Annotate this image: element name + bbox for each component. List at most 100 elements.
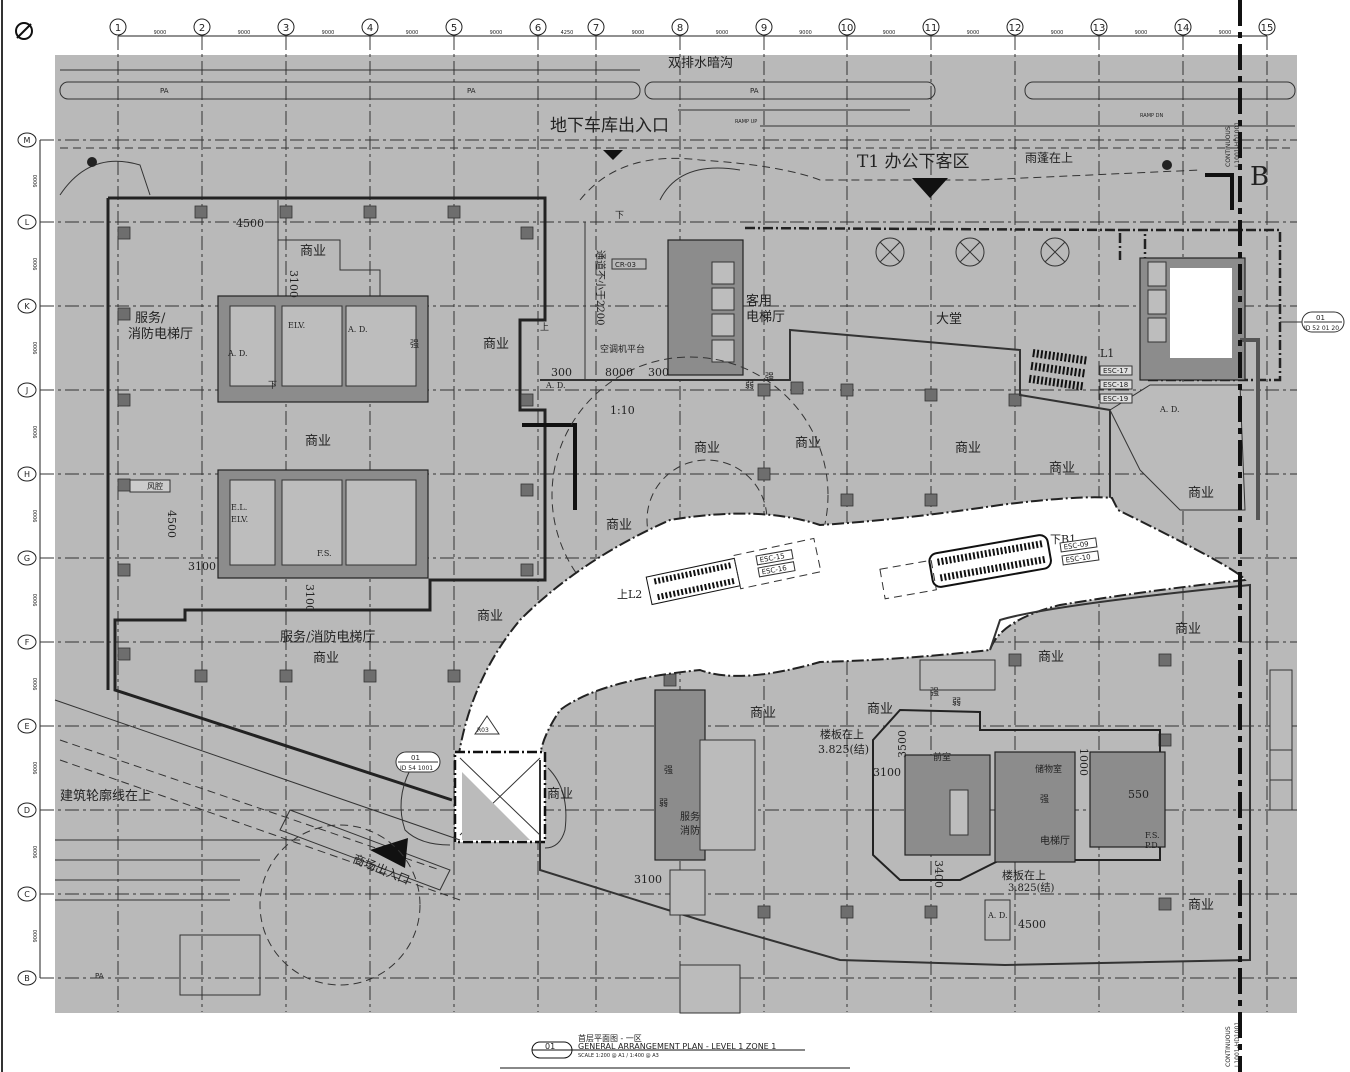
drain-label: 双排水暗沟: [668, 56, 733, 71]
grid-bubble: [922, 18, 940, 36]
dimension: 550: [1128, 788, 1149, 801]
structural-column: [1008, 393, 1022, 407]
grid-bubble: [361, 18, 379, 36]
stair-up: 上: [540, 322, 549, 333]
service-label: 电梯厅: [1040, 834, 1070, 847]
revision-label: R03: [477, 727, 489, 734]
dropoff-label: T1 办公下客区: [857, 152, 970, 172]
continuous-label: CONTINUOUS: [1225, 1026, 1232, 1067]
dimension: 8000: [605, 366, 633, 379]
structural-column: [520, 483, 534, 497]
stair-down: 下: [615, 211, 624, 221]
grid-bubble: [17, 132, 37, 148]
revision-triangle: R03: [474, 715, 500, 735]
grid-label-row: E: [24, 722, 29, 731]
grid-label-column: 10: [841, 23, 854, 34]
structural-column: [757, 905, 771, 919]
dimension: 4500: [1018, 918, 1046, 931]
strong-room-label: 强: [1040, 794, 1049, 805]
parking-label: PA: [95, 972, 104, 980]
grid-label-column: 11: [925, 23, 938, 34]
air-chamber-label: 风腔: [147, 481, 163, 491]
slab-above-label: 楼板在上: [1002, 868, 1046, 882]
structural-column: [840, 493, 854, 507]
fs-label: F.S.: [1145, 831, 1160, 840]
grid-label-column: 4: [367, 23, 373, 34]
grid-label-row: K: [24, 302, 30, 311]
structural-column: [757, 383, 771, 397]
grid-bubble: [277, 18, 295, 36]
grid-spacing: 9000: [1051, 30, 1064, 36]
grid-label-column: 14: [1177, 23, 1190, 34]
structural-column: [279, 669, 293, 683]
grid-spacing: 9000: [154, 30, 167, 36]
structural-column: [1008, 653, 1022, 667]
grid-label-row: M: [24, 136, 31, 145]
structural-column: [363, 669, 377, 683]
strong-room-label: 强: [410, 339, 419, 350]
drawing-number: 01: [545, 1042, 555, 1051]
room-retail: 商业: [547, 787, 573, 802]
grid-label-column: 7: [593, 23, 599, 34]
grid-spacing: 9000: [33, 846, 39, 859]
access-door-label: A. D.: [1159, 405, 1180, 414]
dimension: 3400: [932, 860, 945, 888]
room-retail: 商业: [750, 706, 776, 721]
escalator-tag: ESC-18: [1103, 381, 1128, 389]
structural-column: [520, 226, 534, 240]
parking-label: PA: [467, 87, 476, 95]
grid-bubble: [529, 18, 547, 36]
grid-bubble: [1006, 18, 1024, 36]
service-label: 消防: [680, 824, 700, 837]
structural-column: [790, 381, 804, 395]
room-retail: 商业: [795, 436, 821, 451]
access-door-label: A. D.: [987, 911, 1008, 920]
structural-column: [363, 205, 377, 219]
grid-label-column: 8: [677, 23, 683, 34]
parking-label: PA: [160, 87, 169, 95]
grid-label-column: 5: [451, 23, 457, 34]
escalator-up-l2: 上L2: [617, 588, 642, 601]
room-retail: 商业: [606, 518, 632, 533]
grid-bubble: [838, 18, 856, 36]
lobby-label: 大堂: [936, 312, 962, 327]
parking-label: PA: [750, 87, 759, 95]
grid-label-column: 12: [1009, 23, 1022, 34]
grid-bubble: [445, 18, 463, 36]
canopy-circles: [875, 237, 1070, 267]
el-label: E.L.: [231, 503, 247, 512]
callout-sheet: ID 52 01 20: [1304, 325, 1339, 332]
structural-column: [117, 393, 131, 407]
grid-label-row: J: [25, 386, 28, 395]
grid-spacing: 9000: [33, 510, 39, 523]
structural-column: [117, 647, 131, 661]
storage-label: 储物室: [1035, 763, 1062, 775]
grid-bubble: [193, 18, 211, 36]
grid-label-column: 3: [283, 23, 289, 34]
escalator-tag: ESC-10: [1065, 553, 1091, 564]
grid-spacing: 9000: [33, 258, 39, 271]
grid-bubble: [17, 718, 37, 734]
outline-above-label: 建筑轮廓线在上: [60, 788, 151, 804]
elv-label: ELV.: [288, 321, 305, 330]
room-retail: 商业: [483, 337, 509, 352]
dimension: 300: [648, 366, 669, 379]
grid-bubble: [587, 18, 605, 36]
pd-label: P.D.: [1145, 841, 1160, 850]
weak-room-label: 弱: [659, 798, 668, 809]
callout-number: 01: [1316, 314, 1325, 322]
slab-level-label: 3.825(结): [818, 743, 869, 756]
structural-column: [924, 388, 938, 402]
room-retail: 商业: [477, 609, 503, 624]
grid-bubble: [1174, 18, 1192, 36]
grid-label-column: 2: [199, 23, 205, 34]
title-block: 01 首层平面图 - 一区 GENERAL ARRANGEMENT PLAN -…: [500, 1033, 850, 1069]
grid-label-column: 9: [761, 23, 767, 34]
grid-bubble: [17, 298, 37, 314]
corridor-label: 通道不小于2200: [594, 250, 607, 325]
lower-right-building: [539, 583, 1251, 967]
drawing-scale: SCALE 1:200 @ A1 / 1:400 @ A3: [578, 1053, 659, 1059]
access-door-label: A. D.: [347, 325, 368, 334]
ramp-up-label: RAMP UP: [735, 119, 757, 125]
